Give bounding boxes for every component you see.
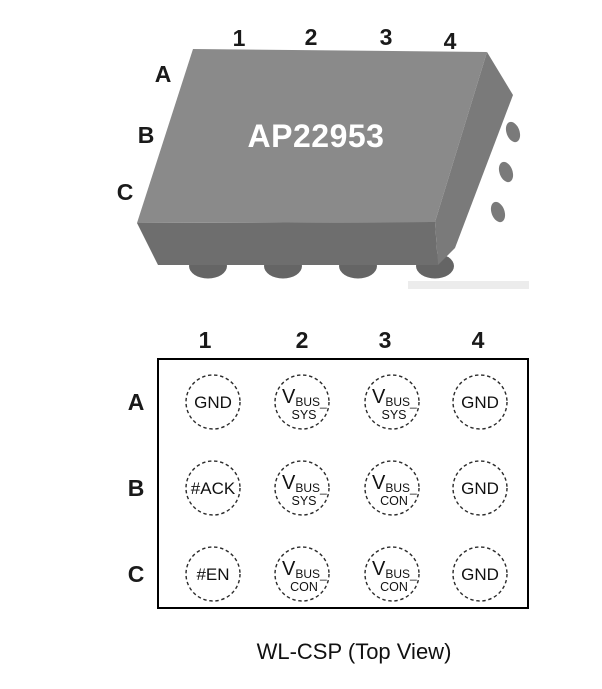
pin-circle-b3 <box>364 460 420 516</box>
pin-label-a1: GND <box>194 393 232 412</box>
pin-b2: VBUS_ SYS <box>274 460 330 516</box>
pin-label-a3-line2: SYS <box>381 408 406 422</box>
pinmap-column-label-4: 4 <box>472 327 485 353</box>
pinmap-row-label-c: C <box>128 561 145 587</box>
chip-column-label-1: 1 <box>233 25 246 51</box>
pin-label-b3-line2: CON <box>380 494 408 508</box>
part-number-label: AP22953 <box>248 118 385 154</box>
solder-ball-side <box>490 201 506 223</box>
pin-a4: GND <box>452 374 508 430</box>
pin-label-c3: VBUS_ <box>372 558 417 581</box>
solder-ball-side <box>505 121 521 143</box>
pin-label-c4: GND <box>461 565 499 584</box>
pin-c2: VBUS_ CON <box>274 546 330 602</box>
pin-circle-a4 <box>452 374 508 430</box>
chip-top-face <box>137 49 487 223</box>
pin-label-c2: VBUS_ <box>282 558 327 581</box>
pin-b4: GND <box>452 460 508 516</box>
package-outline <box>157 358 529 609</box>
pin-circle-a1 <box>185 374 241 430</box>
pin-label-a2-line2: SYS <box>291 408 316 422</box>
wlcsp-pin-map: 1 2 3 4 A B C GND VBUS_ SYS VBUS_ <box>128 327 529 664</box>
pinmap-row-label-a: A <box>128 389 145 415</box>
pin-label-b2: VBUS_ <box>282 472 327 495</box>
pin-circle-b4 <box>452 460 508 516</box>
pin-circle-a2 <box>274 374 330 430</box>
pin-label-b3: VBUS_ <box>372 472 417 495</box>
pin-a3: VBUS_ SYS <box>364 374 420 430</box>
pin-b1: #ACK <box>185 460 241 516</box>
pinmap-column-label-1: 1 <box>199 327 212 353</box>
pinmap-row-label-b: B <box>128 475 145 501</box>
pin-circle-c1 <box>185 546 241 602</box>
chip-front-face <box>137 222 438 265</box>
chip-side-face <box>435 52 513 265</box>
pin-circle-c2 <box>274 546 330 602</box>
diagram-caption: WL-CSP (Top View) <box>257 639 452 664</box>
pin-label-b4: GND <box>461 479 499 498</box>
pin-circle-b1 <box>185 460 241 516</box>
pin-circle-c4 <box>452 546 508 602</box>
pin-label-c3-line2: CON <box>380 580 408 594</box>
pin-c4: GND <box>452 546 508 602</box>
pin-c3: VBUS_ CON <box>364 546 420 602</box>
solder-ball-side <box>498 161 514 183</box>
chip-column-label-2: 2 <box>305 24 318 50</box>
pin-label-b1: #ACK <box>191 479 236 498</box>
pinmap-column-label-2: 2 <box>296 327 309 353</box>
pin-label-a3: VBUS_ <box>372 386 417 409</box>
pin-label-a2: VBUS_ <box>282 386 327 409</box>
pin-circle-b2 <box>274 460 330 516</box>
pin-label-c1: #EN <box>196 565 229 584</box>
pin-a1: GND <box>185 374 241 430</box>
pin-label-c2-line2: CON <box>290 580 318 594</box>
chip-column-label-4: 4 <box>444 28 457 54</box>
pin-label-b2-line2: SYS <box>291 494 316 508</box>
pinmap-column-label-3: 3 <box>379 327 392 353</box>
pin-a2: VBUS_ SYS <box>274 374 330 430</box>
chip-column-label-3: 3 <box>380 24 393 50</box>
chip-3d-view: 1 2 3 4 A B C AP22953 <box>117 24 529 289</box>
chip-shadow <box>408 281 529 289</box>
chip-row-label-a: A <box>155 61 172 87</box>
pin-c1: #EN <box>185 546 241 602</box>
pin-b3: VBUS_ CON <box>364 460 420 516</box>
chip-row-label-c: C <box>117 179 134 205</box>
pin-label-a4: GND <box>461 393 499 412</box>
pin-circle-a3 <box>364 374 420 430</box>
chip-row-label-b: B <box>138 122 155 148</box>
pin-circle-c3 <box>364 546 420 602</box>
